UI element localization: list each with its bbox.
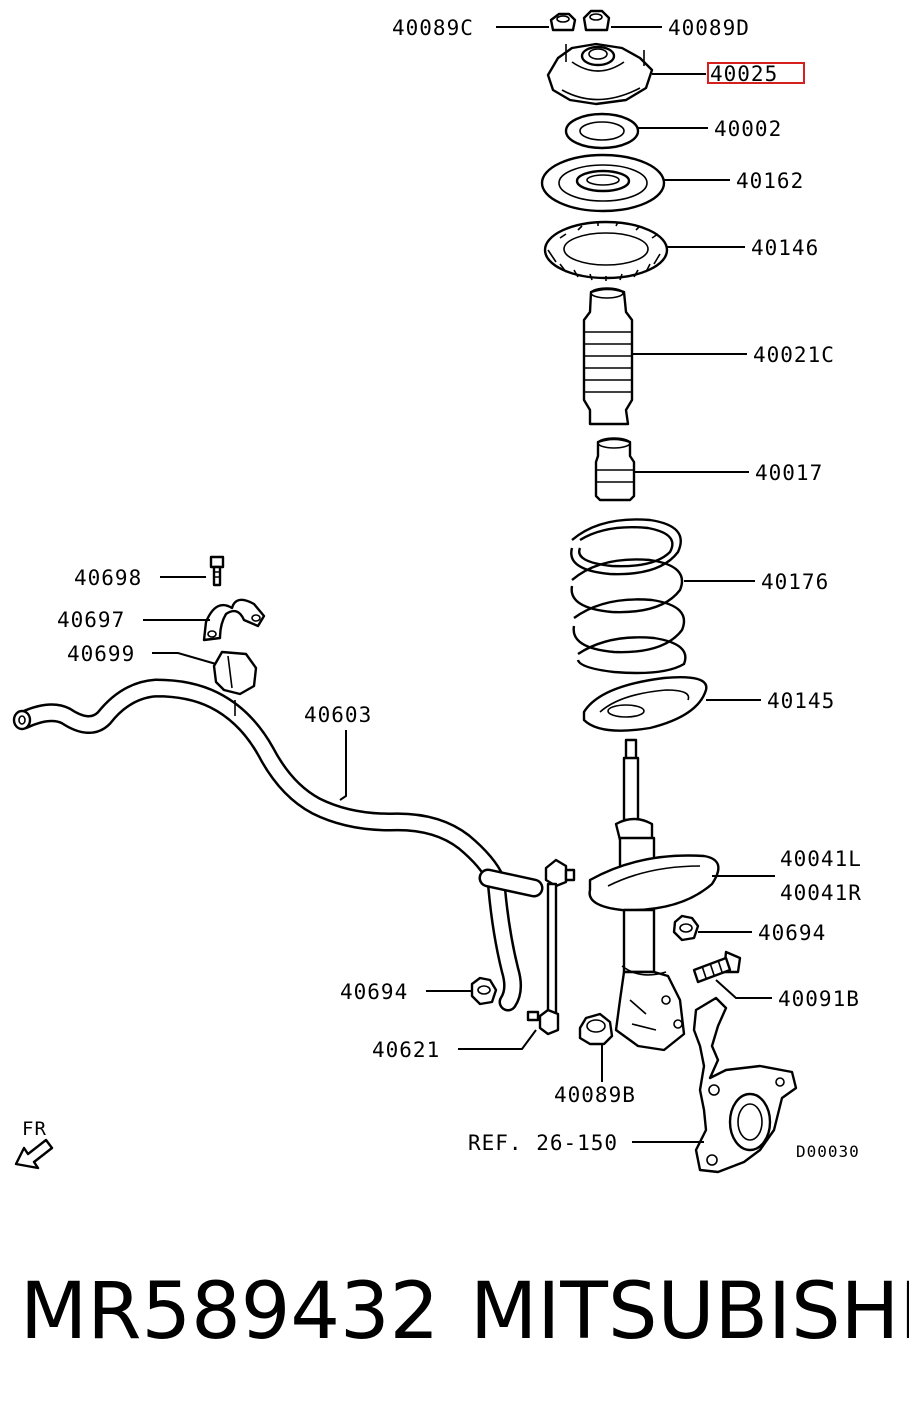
label-40089D: 40089D (668, 16, 750, 40)
label-40089C: 40089C (392, 16, 474, 40)
part-number: MR589432 (20, 1267, 440, 1357)
link-nut-lower (470, 976, 498, 1006)
label-40041R: 40041R (780, 881, 862, 905)
steering-knuckle (692, 996, 798, 1174)
leader-lines (143, 26, 775, 1143)
strut-shock-absorber (588, 738, 720, 1052)
label-40091B: 40091B (778, 987, 860, 1011)
front-arrow-icon (14, 1138, 54, 1170)
callout-labels: 40089C 40089D 40025 40002 40162 40146 40… (22, 16, 862, 1161)
label-40603: 40603 (304, 703, 372, 727)
label-40017: 40017 (755, 461, 823, 485)
lower-spring-insulator (582, 676, 708, 732)
label-40176: 40176 (761, 570, 829, 594)
label-40145: 40145 (767, 689, 835, 713)
stabilizer-bracket (202, 598, 266, 642)
brand-name: MITSUBISHI (470, 1267, 909, 1357)
knuckle-bolt (692, 950, 742, 984)
footer: MR589432 MITSUBISHI (0, 1262, 909, 1372)
label-40698: 40698 (74, 566, 142, 590)
label-40697: 40697 (57, 608, 125, 632)
upper-spring-seat (540, 153, 666, 213)
highlight-box (707, 62, 805, 84)
label-40694-upper: 40694 (758, 921, 826, 945)
diagram-id: D00030 (796, 1142, 860, 1161)
label-40041L: 40041L (780, 847, 862, 871)
flange-nut-bottom (578, 1012, 614, 1046)
coil-spring (570, 518, 687, 675)
stabilizer-bar (12, 678, 544, 1012)
label-40162: 40162 (736, 169, 804, 193)
stabilizer-bushing (212, 650, 258, 696)
label-40025: 40025 (710, 62, 778, 86)
stabilizer-link (526, 858, 576, 1036)
top-nut-right (582, 9, 611, 32)
strut-link-nut (672, 914, 700, 942)
label-40089B: 40089B (554, 1083, 636, 1107)
label-40002: 40002 (714, 117, 782, 141)
dust-boot (582, 287, 634, 426)
stabilizer-bolt (209, 555, 225, 587)
top-nut-left (549, 12, 577, 32)
label-40621: 40621 (372, 1038, 440, 1062)
strut-mount (546, 42, 654, 106)
label-40694-lower: 40694 (340, 980, 408, 1004)
bump-stop (594, 437, 636, 502)
label-40146: 40146 (751, 236, 819, 260)
dust-seal-ring (564, 112, 640, 150)
label-40021C: 40021C (753, 343, 835, 367)
spring-pad-serrated (543, 220, 669, 281)
label-ref-26-150: REF. 26-150 (468, 1131, 618, 1155)
label-40699: 40699 (67, 642, 135, 666)
fr-label: FR (22, 1118, 47, 1140)
